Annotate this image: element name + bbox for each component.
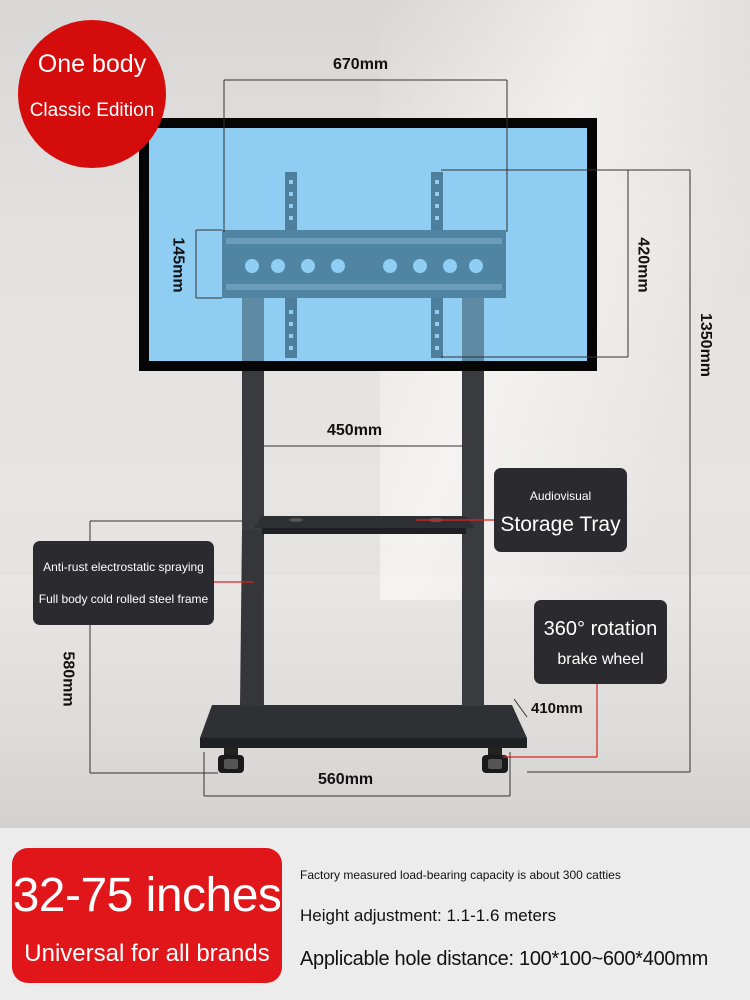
dim-width-top: 670mm <box>333 56 389 73</box>
callout-brake-wheel-line1: 360° rotation <box>543 618 658 640</box>
callout-storage-tray-line2: Storage Tray <box>500 513 621 536</box>
dim-bracket-height: 145mm <box>169 237 187 293</box>
callout-steel-frame-line2: Full body cold rolled steel frame <box>38 592 209 606</box>
size-badge-universal: Universal for all brands <box>24 940 270 967</box>
spec-hole-distance: Applicable hole distance: 100*100~600*40… <box>300 948 708 970</box>
spec-load-capacity: Factory measured load-bearing capacity i… <box>300 868 621 882</box>
callout-steel-frame: Anti-rust electrostatic spraying Full bo… <box>33 541 214 625</box>
edition-badge-line2: Classic Edition <box>29 100 155 121</box>
edition-badge-line1: One body <box>37 50 147 78</box>
storage-tray <box>254 516 474 528</box>
callout-leaders <box>214 519 598 758</box>
edition-badge: One body Classic Edition <box>18 20 166 168</box>
dim-screen-height: 420mm <box>634 237 652 293</box>
size-badge: 32-75 inches Universal for all brands <box>12 848 282 983</box>
column-right <box>462 296 484 706</box>
dim-total-height: 1350mm <box>697 312 715 378</box>
product-scene: 670mm 145mm 420mm 1350mm 450mm 580mm 410… <box>0 0 750 828</box>
dim-tray-height: 580mm <box>59 651 77 707</box>
caster-wheel-right <box>482 748 508 773</box>
dimension-lines <box>89 79 691 797</box>
dim-column-spacing: 450mm <box>327 422 383 439</box>
callout-steel-frame-line1: Anti-rust electrostatic spraying <box>43 560 204 574</box>
callout-storage-tray: Audiovisual Storage Tray <box>494 468 627 552</box>
spec-panel: 32-75 inches Universal for all brands Fa… <box>0 828 750 1000</box>
callout-brake-wheel-line2: brake wheel <box>557 651 644 668</box>
dim-base-width: 560mm <box>318 771 374 788</box>
callout-storage-tray-line1: Audiovisual <box>529 489 592 503</box>
tv-stand-illustration <box>89 79 691 797</box>
callout-brake-wheel: 360° rotation brake wheel <box>534 600 667 684</box>
spec-height-adjustment: Height adjustment: 1.1-1.6 meters <box>300 906 557 925</box>
stand-base <box>200 705 527 738</box>
dim-base-depth: 410mm <box>531 700 583 717</box>
caster-wheel-left <box>218 748 244 773</box>
size-badge-range: 32-75 inches <box>12 869 282 922</box>
